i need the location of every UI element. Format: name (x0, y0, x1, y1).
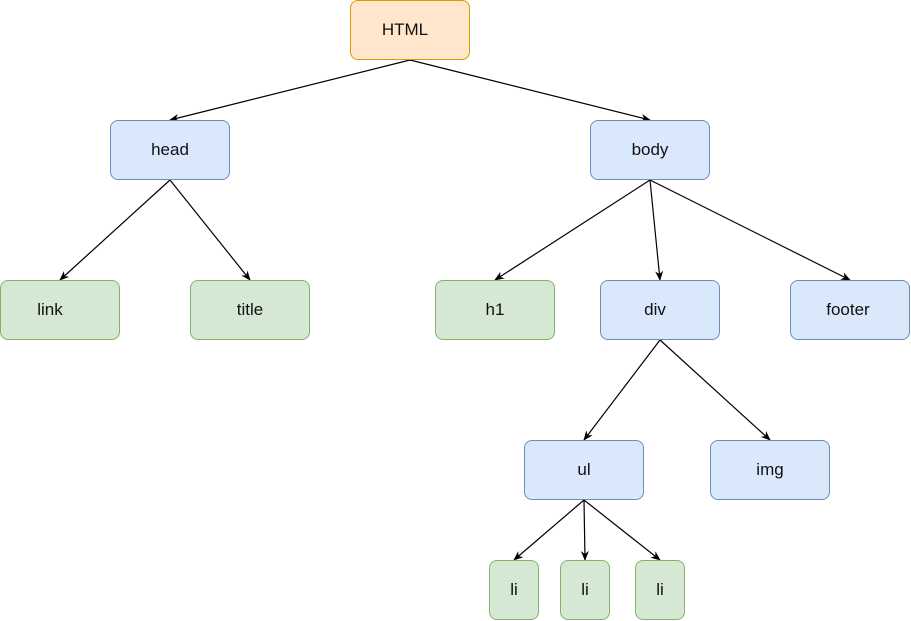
node-label: head (151, 140, 189, 159)
edge-div-to-img (659, 339, 771, 441)
node-label: li (581, 580, 589, 599)
node-title: title (190, 280, 310, 340)
node-label: link (37, 300, 63, 319)
node-label: ul (577, 460, 591, 479)
node-label: HTML (381, 20, 429, 39)
edge-body-to-h1 (494, 179, 651, 281)
edge-ul-to-li_2 (580, 499, 589, 561)
node-label: li (510, 580, 518, 599)
node-footer: footer (790, 280, 910, 340)
node-h1: h1 (435, 280, 555, 340)
edge-head-to-title (169, 179, 251, 281)
node-li-2: li (560, 560, 610, 620)
edge-div-to-ul (583, 339, 661, 441)
node-div: div (600, 280, 720, 340)
edge-body-to-footer (649, 179, 851, 281)
node-label: title (236, 300, 264, 319)
node-label: h1 (485, 300, 505, 319)
node-label: li (656, 580, 664, 599)
edge-head-to-link (59, 179, 171, 281)
node-label: div (644, 300, 666, 319)
edge-html-to-body (409, 59, 651, 122)
node-html: HTML (350, 0, 470, 60)
node-label: img (756, 460, 784, 479)
edge-ul-to-li_1 (513, 499, 585, 561)
node-body: body (590, 120, 710, 180)
node-link: link (0, 280, 120, 340)
node-label: body (631, 140, 669, 159)
node-li-3: li (635, 560, 685, 620)
node-li-1: li (489, 560, 539, 620)
node-head: head (110, 120, 230, 180)
edge-html-to-head (169, 59, 411, 122)
node-ul: ul (524, 440, 644, 500)
edge-ul-to-li_3 (583, 499, 661, 561)
edge-body-to-div (649, 179, 664, 281)
node-label: footer (826, 300, 870, 319)
node-img: img (710, 440, 830, 500)
